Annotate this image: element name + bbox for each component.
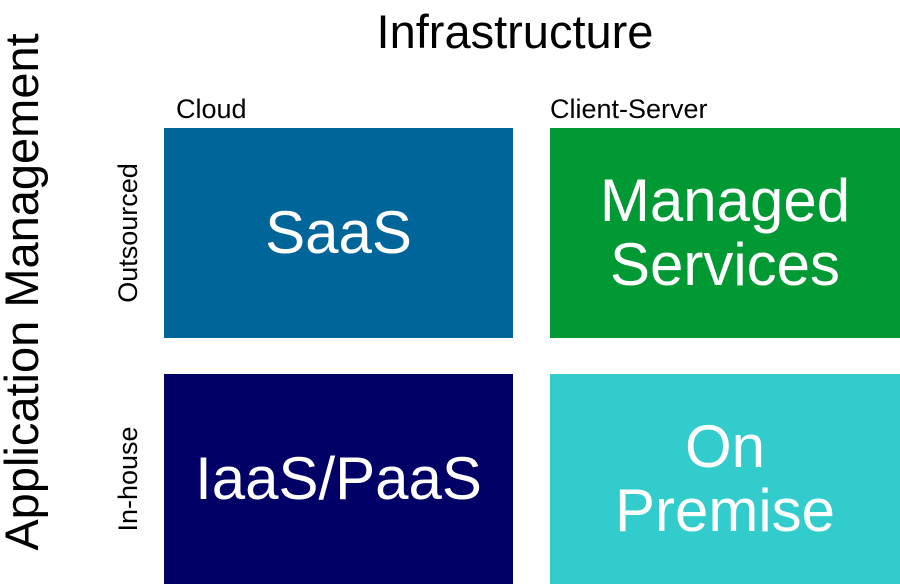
application-management-axis: Application Management [0,0,50,584]
iaas-paas-quadrant: IaaS/PaaS [164,374,513,584]
row-label-outsourced: Outsourced [113,163,143,303]
row-in-house: In-house [108,374,148,584]
infrastructure-title: Infrastructure [376,5,654,58]
application-management-title: Application Management [0,33,48,551]
row-label-in-house: In-house [113,426,143,532]
iaas-paas-label: IaaS/PaaS [195,445,482,512]
on-premise-quadrant: On Premise [550,374,900,584]
on-premise-label: On Premise [614,413,836,544]
column-label-cloud: Cloud [176,94,247,124]
row-outsourced: Outsourced [108,128,148,338]
column-label-client-server: Client-Server [550,94,708,124]
managed-services-quadrant: Managed Services [550,128,900,338]
saas-label: SaaS [265,199,412,266]
saas-quadrant: SaaS [164,128,513,338]
managed-services-label: Managed Services [599,167,851,298]
